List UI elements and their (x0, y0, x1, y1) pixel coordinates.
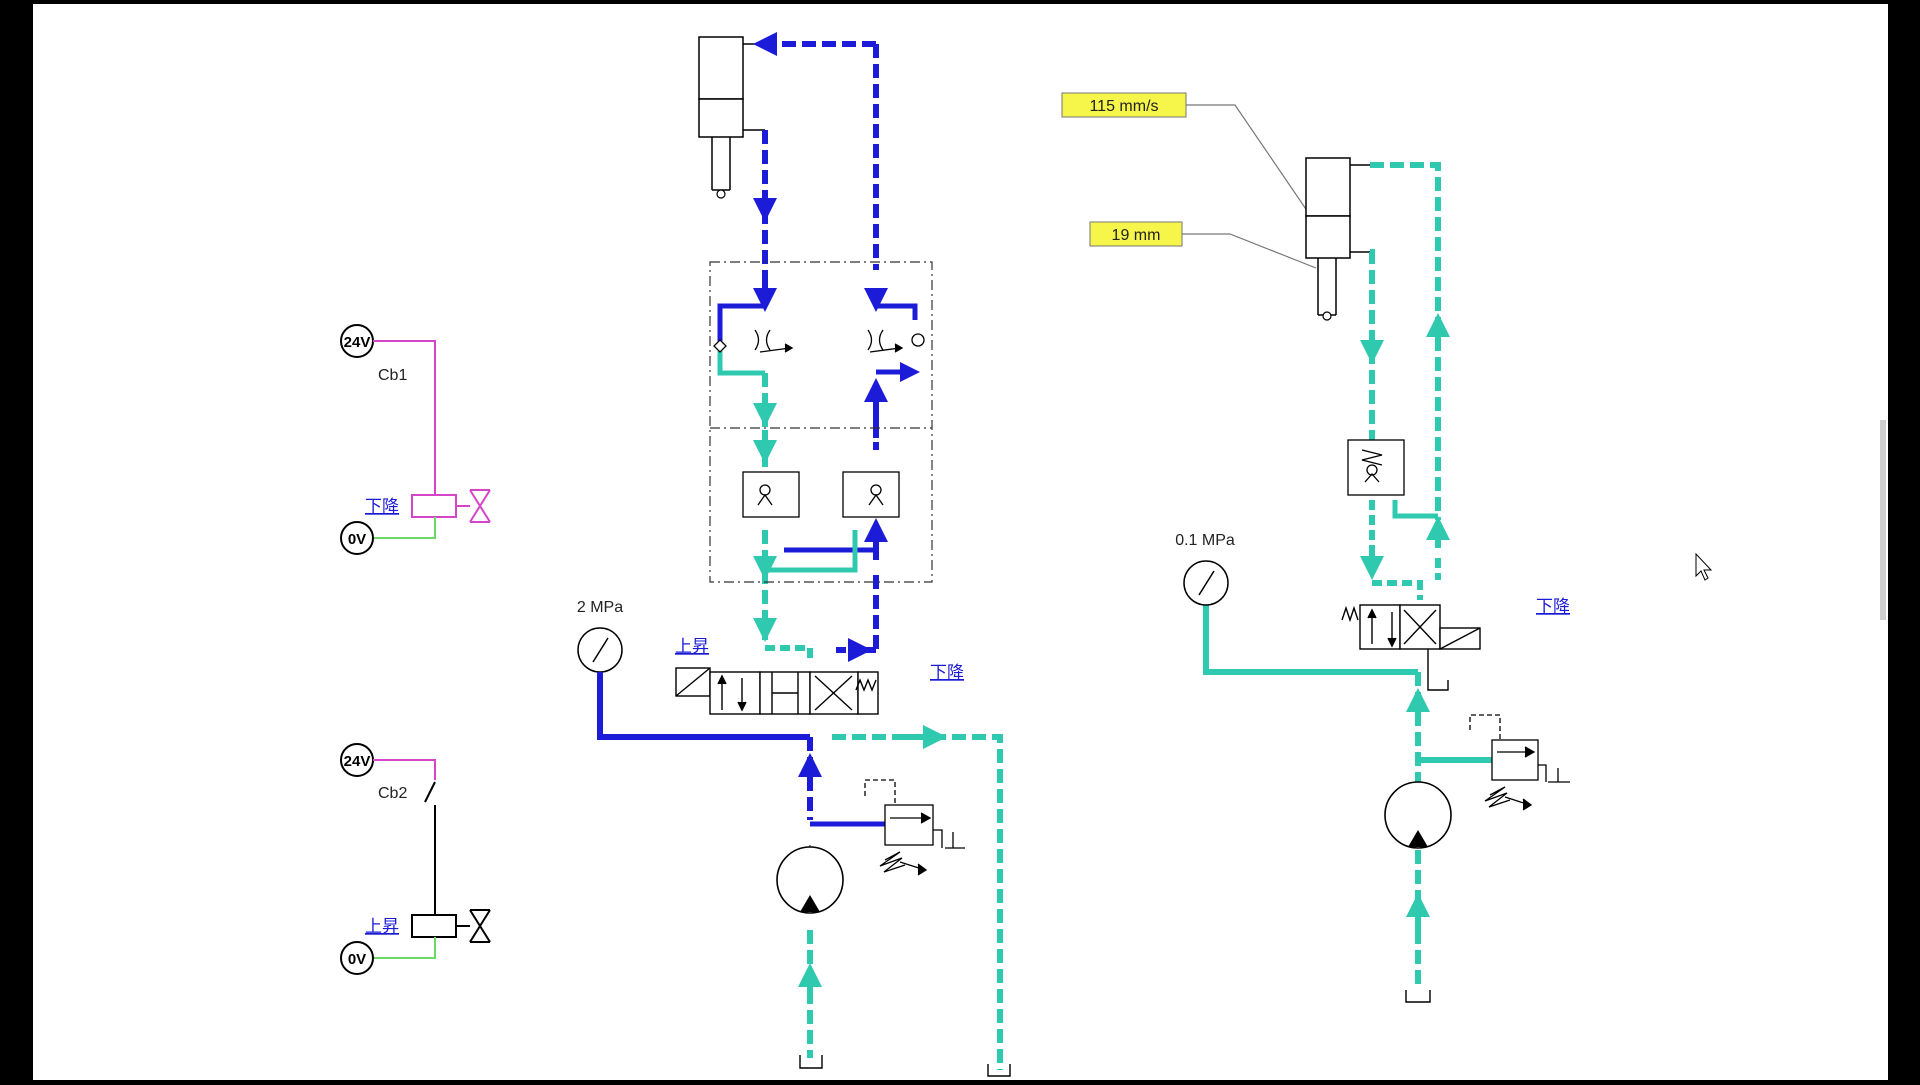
circuit-cb1: 24V Cb1 0V 下降 (340, 324, 491, 555)
hydraulic-pump-left[interactable] (776, 845, 844, 914)
solenoid-cb2-link[interactable]: 上昇 (365, 917, 399, 936)
pilot-check-valve-a[interactable] (742, 471, 800, 518)
left-pressure-line (597, 31, 920, 827)
left-cylinder[interactable] (698, 36, 765, 199)
supply-24v-label-b: 24V (344, 753, 371, 770)
relief-valve-left[interactable] (864, 779, 965, 876)
solenoid-cb1[interactable] (411, 494, 457, 518)
speed-readout-text: 115 mm/s (1089, 98, 1158, 115)
solenoid-cb1-link[interactable]: 下降 (365, 497, 399, 516)
switch-cb2[interactable] (424, 781, 436, 803)
pilot-check-valve-b[interactable] (842, 471, 900, 518)
directional-control-valve-right[interactable] (1341, 604, 1481, 691)
pressure-gauge-left-label: 2 MPa (577, 599, 623, 616)
directional-control-valve-left[interactable] (675, 667, 879, 715)
diagram-canvas (33, 4, 1888, 1080)
stroke-readout-text: 19 mm (1112, 227, 1161, 244)
tank-symbol-left-b (987, 1064, 1011, 1077)
circuit-cb2: 24V Cb2 0V 上昇 (340, 743, 491, 975)
readout-speed: 115 mm/s (1061, 92, 1313, 219)
flow-control-valve-right[interactable] (867, 329, 925, 353)
left-valve-manifold (709, 261, 933, 583)
pressure-gauge-left (577, 627, 623, 690)
right-return-line (1203, 162, 1492, 990)
readout-stroke: 19 mm (1089, 221, 1317, 269)
pressure-gauge-right (1183, 560, 1229, 606)
relief-valve-right[interactable] (1469, 714, 1570, 811)
valve-up-link[interactable]: 上昇 (675, 637, 709, 656)
cb2-label: Cb2 (378, 785, 407, 802)
tank-symbol-left-a (799, 1055, 823, 1069)
vertical-scrollbar[interactable] (1880, 420, 1886, 620)
right-cylinder[interactable] (1305, 157, 1370, 321)
spring-check-valve-right[interactable] (1347, 439, 1405, 496)
supply-24v-label-a: 24V (344, 334, 371, 351)
ground-0v-label-b: 0V (348, 951, 366, 968)
left-return-line (717, 350, 1003, 1070)
ground-0v-label-a: 0V (348, 531, 366, 548)
mouse-cursor-icon (1695, 552, 1713, 581)
hydraulic-pump-right[interactable] (1384, 781, 1452, 849)
tank-symbol-right (1405, 990, 1431, 1003)
flow-control-valve-left[interactable] (713, 329, 794, 353)
solenoid-cb2[interactable] (411, 914, 457, 938)
pressure-gauge-right-label: 0.1 MPa (1175, 532, 1235, 549)
valve-down-link[interactable]: 下降 (930, 663, 964, 682)
cb1-label: Cb1 (378, 367, 407, 384)
valve-right-down-link[interactable]: 下降 (1536, 597, 1570, 616)
